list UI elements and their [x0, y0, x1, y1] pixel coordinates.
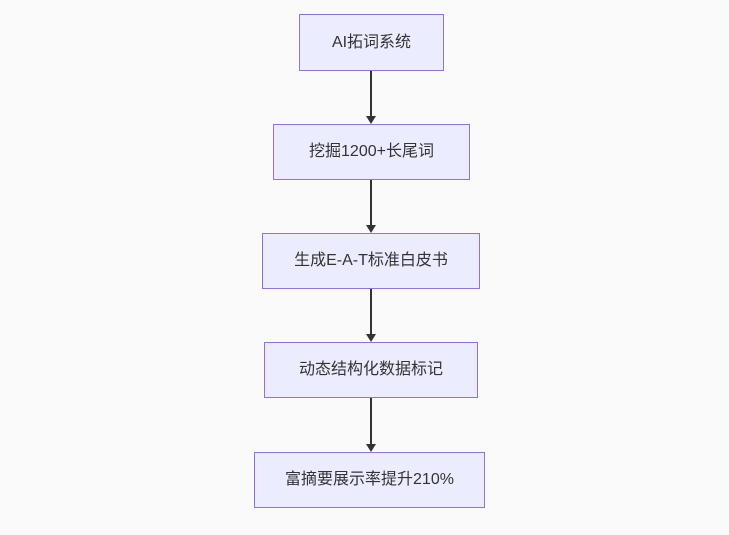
- arrow-line: [370, 398, 372, 444]
- flow-arrow-2: [366, 180, 376, 233]
- flow-arrow-1: [366, 71, 376, 124]
- flow-node-structured-data: 动态结构化数据标记: [264, 342, 478, 398]
- arrowhead-down-icon: [366, 444, 376, 452]
- flow-arrow-3: [366, 289, 376, 342]
- arrow-line: [370, 71, 372, 116]
- flow-node-longtail-mining: 挖掘1200+长尾词: [273, 124, 470, 180]
- arrowhead-down-icon: [366, 116, 376, 124]
- arrowhead-down-icon: [366, 334, 376, 342]
- flow-node-ai-word-system: AI拓词系统: [299, 14, 444, 71]
- flow-node-eat-whitepaper: 生成E-A-T标准白皮书: [262, 233, 480, 289]
- flow-arrow-4: [366, 398, 376, 452]
- arrow-line: [370, 180, 372, 225]
- arrow-line: [370, 289, 372, 334]
- flow-node-rich-snippet-result: 富摘要展示率提升210%: [254, 452, 485, 508]
- arrowhead-down-icon: [366, 225, 376, 233]
